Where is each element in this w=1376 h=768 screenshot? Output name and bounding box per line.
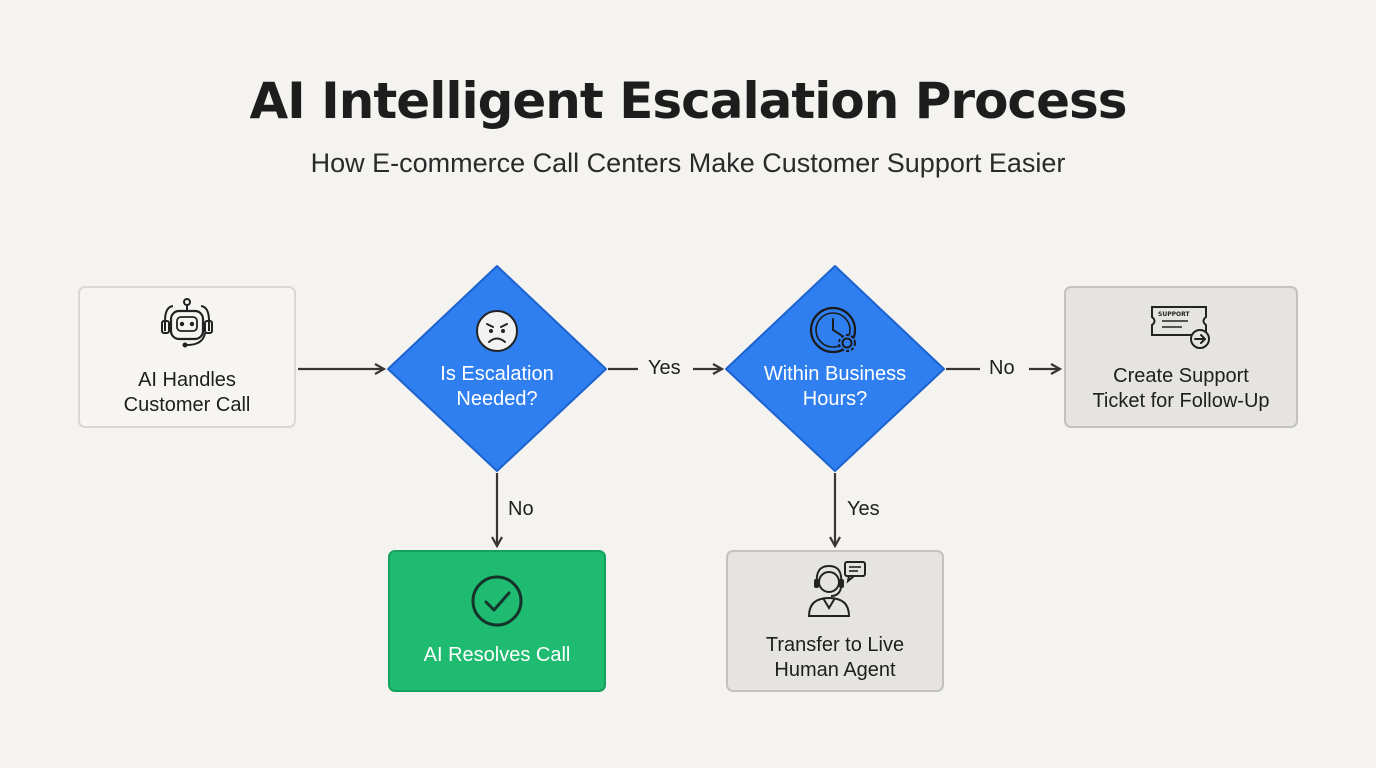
node-transfer-line1: Transfer to Live [765, 633, 905, 656]
checkmark-circle-icon [470, 574, 524, 635]
decision-escalation-line2: Needed? [456, 388, 538, 410]
page-subtitle: How E-commerce Call Centers Make Custome… [310, 148, 1066, 178]
node-ai-handles-line1: AI Handles [138, 368, 236, 391]
support-ticket-icon: SUPPORT [1148, 301, 1214, 356]
node-create-ticket: SUPPORT Create Support Ticket for Follow… [1064, 286, 1298, 428]
decision-escalation-line1: Is Escalation [440, 363, 554, 385]
node-ai-resolves-call: AI Resolves Call [388, 550, 606, 692]
node-transfer-agent: Transfer to Live Human Agent [726, 550, 944, 692]
page-title: AI Intelligent Escalation Process [249, 72, 1127, 130]
headset-agent-icon [803, 560, 867, 625]
decision-escalation-shape [387, 265, 607, 472]
edge-label-hours-no: No [989, 357, 1015, 379]
node-resolve-line1: AI Resolves Call [423, 644, 571, 666]
edge-label-escalation-no: No [508, 498, 534, 520]
decision-escalation-label: Is Escalation Needed? [412, 362, 582, 412]
ticket-icon-text: SUPPORT [1158, 311, 1190, 318]
edge-label-hours-yes: Yes [847, 498, 880, 520]
robot-headset-icon [155, 297, 219, 360]
node-ai-handles-line2: Customer Call [123, 393, 251, 416]
decision-hours-shape [725, 265, 945, 472]
edge-label-escalation-yes: Yes [648, 357, 681, 379]
decision-hours-line2: Hours? [802, 388, 868, 410]
decision-hours-label: Within Business Hours? [745, 362, 925, 412]
clock-gear-icon [809, 306, 857, 354]
node-ticket-line1: Create Support [1113, 364, 1249, 387]
node-transfer-line2: Human Agent [774, 658, 896, 681]
node-ai-handles-call: AI Handles Customer Call [78, 286, 296, 428]
frowning-face-icon [476, 310, 518, 352]
node-ticket-line2: Ticket for Follow-Up [1092, 389, 1270, 412]
decision-hours-line1: Within Business [763, 363, 907, 385]
